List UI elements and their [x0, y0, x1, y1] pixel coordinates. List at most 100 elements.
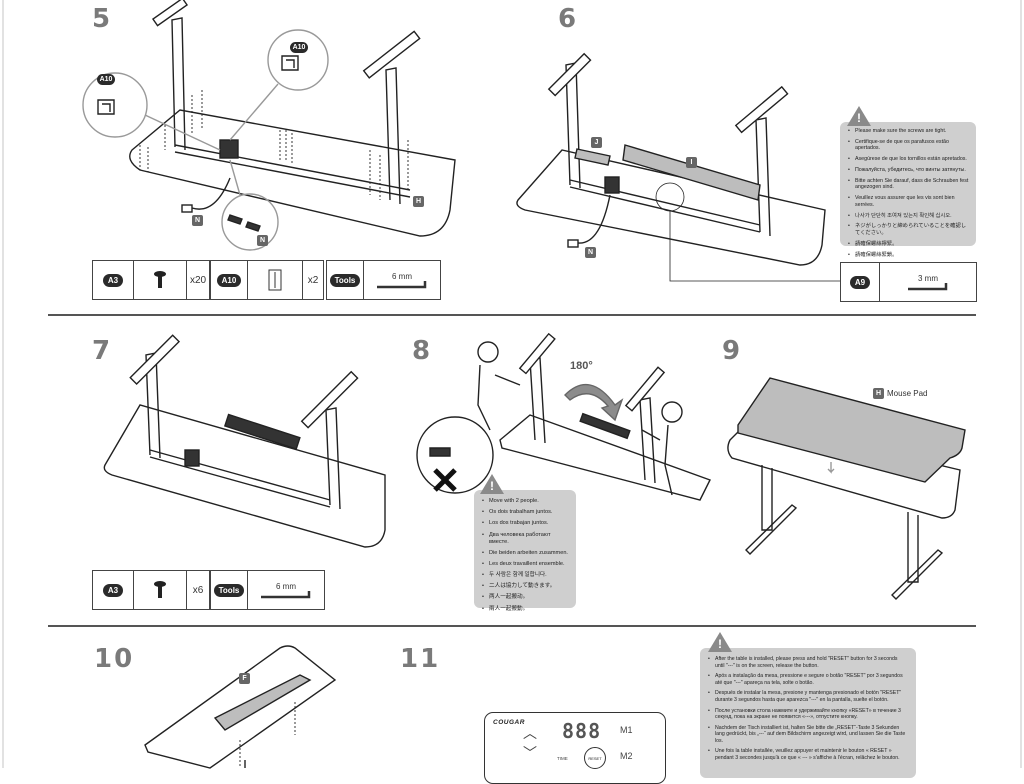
desktop-outline — [516, 149, 826, 266]
allen-key-icon: 6 mm — [248, 571, 324, 609]
step-number: 11 — [400, 644, 441, 674]
control-panel: COUGAR ︿ ﹀ 888 M1 M2 TIME RESET — [484, 712, 666, 784]
right-foot — [734, 85, 789, 134]
part-qty: x2 — [307, 274, 319, 286]
left-leg — [145, 352, 161, 459]
warning-line: Nachdem der Tisch installiert ist, halte… — [708, 725, 908, 745]
warning-line: После установки стола нажмите и удержива… — [708, 708, 908, 721]
part-badge: Tools — [213, 583, 245, 597]
right-leg — [639, 397, 656, 484]
parts-list: A10 x2 — [210, 260, 324, 300]
step8-illustration — [416, 332, 711, 501]
power-plug — [181, 204, 193, 213]
callout-circle — [267, 29, 329, 91]
motor-box — [604, 176, 620, 194]
m1-button[interactable]: M1 — [620, 725, 633, 735]
left-foot — [547, 52, 592, 97]
warning-box: Move with 2 people. Os dois trabalham ju… — [474, 490, 576, 613]
step9-illustration — [727, 377, 966, 600]
part-badge: A3 — [102, 583, 124, 597]
part-badge: A10 — [216, 273, 242, 287]
cable-tray — [622, 144, 761, 201]
left-foot — [745, 504, 798, 555]
warning-line: Move with 2 people. — [482, 498, 570, 505]
warning-icon: ! — [847, 106, 871, 126]
right-leg — [755, 117, 771, 237]
brand-logo: COUGAR — [493, 719, 525, 726]
warning-icon: ! — [708, 632, 732, 652]
callout-label: F — [239, 673, 250, 684]
mouse-pad-label: H Mouse Pad — [873, 388, 927, 399]
m2-button[interactable]: M2 — [620, 751, 633, 761]
screws — [139, 90, 409, 200]
warning-box: Please make sure the screws are tight. C… — [840, 122, 976, 258]
crossbar — [174, 144, 411, 191]
part-badge: Tools — [329, 273, 361, 287]
cable-chain — [579, 412, 631, 440]
rotation-label: 180° — [570, 360, 593, 372]
callout-circle — [221, 193, 279, 251]
warning-icon: ! — [480, 474, 504, 494]
warning-line: 兩人一起搬動。 — [482, 606, 570, 613]
right-foot — [300, 370, 359, 429]
page-edge-left — [2, 0, 4, 768]
right-foot — [891, 549, 944, 600]
person-icon — [477, 341, 499, 363]
allen-key-icon: 3 mm — [880, 263, 976, 301]
step-number: 5 — [92, 4, 113, 34]
parts-list: Tools 6 mm — [326, 260, 441, 300]
motor-box — [219, 139, 239, 159]
desktop-outline — [499, 414, 711, 501]
mouse-pad — [737, 377, 966, 483]
warning-line: Certifique-se de que os parafusos estão … — [848, 139, 970, 152]
connector-icon — [227, 214, 261, 232]
step6-illustration — [516, 52, 840, 282]
left-leg — [761, 465, 773, 531]
motor-box — [184, 449, 200, 467]
callout-label: I — [686, 157, 697, 168]
warning-box: After the table is installed, please pre… — [700, 648, 916, 778]
keyboard-tray — [213, 674, 312, 731]
warning-line: Les deux travaillent ensemble. — [482, 561, 570, 568]
warning-line: 請確保螺絲擰緊。 — [848, 241, 970, 248]
up-arrow-button[interactable]: ︿ — [523, 725, 537, 741]
warning-line: Después de instalar la mesa, presione y … — [708, 690, 908, 703]
right-foot — [362, 30, 421, 79]
row-divider — [48, 314, 976, 316]
person-icon — [477, 364, 521, 431]
left-leg — [529, 357, 546, 444]
step-number: 9 — [722, 336, 743, 366]
callout-label: N — [257, 235, 268, 246]
callout-label: H — [413, 196, 424, 207]
part-badge: A3 — [102, 273, 124, 287]
step-number: 10 — [94, 644, 135, 674]
warning-line: After the table is installed, please pre… — [708, 656, 908, 669]
warning-line: Пожалуйста, убедитесь, что винты затянут… — [848, 167, 970, 174]
clip-icon — [281, 55, 299, 71]
callout-label: J — [591, 137, 602, 148]
right-leg — [325, 407, 341, 510]
warning-line: Please make sure the screws are tight. — [848, 128, 970, 135]
warning-line: 二人は協力して動きます。 — [482, 583, 570, 590]
screw-icon — [134, 571, 187, 609]
reset-button[interactable]: RESET — [584, 747, 606, 769]
desktop-outline — [144, 645, 337, 769]
crossbar — [174, 151, 411, 198]
parts-list: A9 3 mm — [840, 262, 977, 302]
clip-icon — [248, 261, 303, 299]
callout-label: A10 — [290, 42, 308, 53]
rotate-arrow-icon — [564, 383, 624, 422]
step-number: 7 — [92, 336, 113, 366]
down-arrow-button[interactable]: ﹀ — [523, 745, 537, 761]
part-qty: x6 — [192, 584, 204, 596]
callout-circle — [82, 72, 148, 138]
mouse-pad-text: Mouse Pad — [887, 389, 928, 398]
left-leg — [565, 62, 581, 189]
right-leg — [385, 67, 401, 205]
part-badge: A9 — [849, 275, 871, 289]
time-button[interactable]: TIME — [557, 756, 568, 761]
step-number: 8 — [412, 336, 433, 366]
warning-line: Une fois la table installée, veuillez ap… — [708, 748, 908, 761]
warning-line: Após a instalação da mesa, pressione e s… — [708, 673, 908, 686]
warning-line: ネジがしっかりと締められていることを確認してください。 — [848, 223, 970, 236]
